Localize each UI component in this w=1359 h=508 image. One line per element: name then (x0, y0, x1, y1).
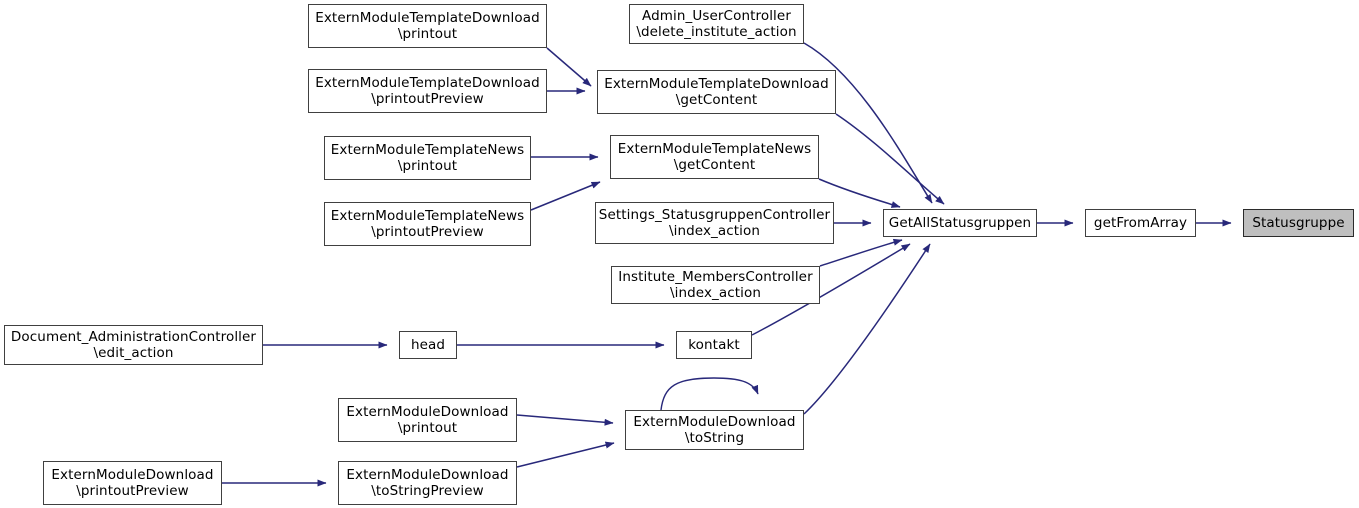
graph-node-label: ExternModuleDownload \printoutPreview (51, 467, 214, 499)
graph-node-label: ExternModuleDownload \printout (346, 404, 509, 436)
graph-node-label: Admin_UserController \delete_institute_a… (636, 8, 797, 40)
graph-node-getallstatusgruppen[interactable]: GetAllStatusgruppen (883, 209, 1037, 237)
graph-edge (835, 113, 945, 205)
graph-node-label: ExternModuleTemplateDownload \getContent (604, 76, 829, 108)
graph-node-label: Statusgruppe (1252, 215, 1345, 231)
graph-node-label: kontakt (688, 337, 740, 353)
graph-node-admin_user_delete[interactable]: Admin_UserController \delete_institute_a… (629, 4, 804, 44)
graph-node-label: GetAllStatusgruppen (888, 215, 1032, 231)
graph-node-emtd_printoutpreview[interactable]: ExternModuleTemplateDownload \printoutPr… (308, 69, 547, 113)
graph-node-emd_printoutpreview[interactable]: ExternModuleDownload \printoutPreview (43, 461, 222, 505)
graph-node-emtn_printoutpreview[interactable]: ExternModuleTemplateNews \printoutPrevie… (324, 202, 531, 246)
graph-edge (516, 441, 615, 468)
graph-edge (530, 181, 601, 211)
graph-edge (516, 414, 614, 426)
graph-node-label: ExternModuleTemplateDownload \printoutPr… (315, 75, 540, 107)
graph-node-document_admin_edit[interactable]: Document_AdministrationController \edit_… (4, 325, 263, 365)
graph-node-label: head (410, 337, 446, 353)
graph-node-label: ExternModuleTemplateNews \printout (330, 142, 525, 174)
graph-node-label: Settings_StatusgruppenController \index_… (598, 207, 831, 239)
graph-edge (803, 42, 933, 204)
graph-node-emd_printout[interactable]: ExternModuleDownload \printout (338, 398, 517, 442)
graph-node-label: ExternModuleDownload \toStringPreview (346, 467, 509, 499)
graph-node-label: getFromArray (1093, 215, 1188, 231)
graph-node-label: ExternModuleTemplateNews \printoutPrevie… (330, 208, 525, 240)
graph-node-label: ExternModuleTemplateDownload \printout (315, 10, 540, 42)
graph-node-institute_members[interactable]: Institute_MembersController \index_actio… (611, 266, 820, 304)
graph-edge (803, 243, 931, 415)
graph-node-emtd_printout[interactable]: ExternModuleTemplateDownload \printout (308, 4, 547, 48)
graph-node-label: Institute_MembersController \index_actio… (618, 269, 813, 301)
graph-node-emd_tostringpreview[interactable]: ExternModuleDownload \toStringPreview (338, 461, 517, 505)
graph-edge (546, 47, 592, 87)
graph-node-getfromarray[interactable]: getFromArray (1085, 209, 1196, 237)
graph-node-label: Document_AdministrationController \edit_… (10, 329, 257, 361)
graph-node-emtn_printout[interactable]: ExternModuleTemplateNews \printout (324, 136, 531, 180)
graph-node-emtd_getcontent[interactable]: ExternModuleTemplateDownload \getContent (597, 70, 836, 114)
graph-node-head[interactable]: head (399, 331, 457, 359)
graph-node-label: ExternModuleTemplateNews \getContent (617, 141, 812, 173)
graph-node-emd_tostring[interactable]: ExternModuleDownload \toString (625, 410, 804, 450)
graph-node-settings_statusgruppen[interactable]: Settings_StatusgruppenController \index_… (595, 202, 834, 244)
graph-node-label: ExternModuleDownload \toString (633, 414, 796, 446)
graph-node-emtn_getcontent[interactable]: ExternModuleTemplateNews \getContent (610, 135, 819, 179)
graph-node-statusgruppe[interactable]: Statusgruppe (1243, 209, 1354, 237)
graph-node-kontakt[interactable]: kontakt (676, 331, 752, 359)
graph-edge (660, 377, 759, 411)
